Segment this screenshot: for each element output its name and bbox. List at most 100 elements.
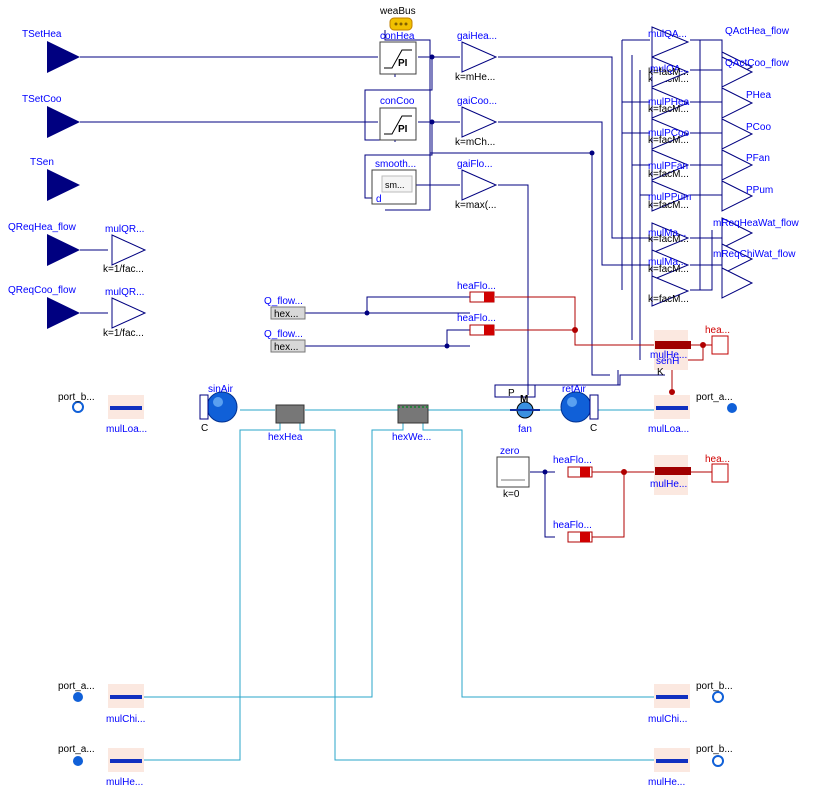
mulloa-left[interactable]: mulLoa... <box>106 395 147 435</box>
gain-mulqa1[interactable] <box>651 26 690 58</box>
svg-text:mulHe...: mulHe... <box>650 479 687 490</box>
mulchi-right[interactable]: mulChi... <box>648 684 690 725</box>
block-smooth[interactable]: sm... d smooth... <box>371 159 417 205</box>
port-a-chi-left[interactable]: port_a... <box>58 681 95 702</box>
mulhe-right[interactable]: mulHe... <box>648 748 690 788</box>
svg-text:hexWe...: hexWe... <box>392 432 431 443</box>
signal-wires <box>80 30 723 538</box>
right-gain-stack: mulQA... k=facM... mulQA... k=facM... mu… <box>648 26 691 307</box>
hex-hea[interactable]: hexHea <box>268 404 305 443</box>
svg-text:mulLoa...: mulLoa... <box>106 424 147 435</box>
hea-port-1[interactable] <box>711 335 729 355</box>
zero-block[interactable]: zero k=0 <box>496 446 530 500</box>
svg-text:hex...: hex... <box>274 342 298 353</box>
output-pcoo[interactable] <box>721 118 754 150</box>
output-phea[interactable] <box>721 87 754 119</box>
gain-gaihea[interactable]: gaiHea... k=mHe... <box>455 31 498 83</box>
input-tsetcoo-label: TSetCoo <box>22 94 62 105</box>
mulhe-left[interactable]: mulHe... <box>106 748 144 788</box>
svg-text:port_a...: port_a... <box>696 392 733 403</box>
input-qreqhea[interactable]: QReqHea_flow <box>8 222 80 266</box>
output-stack: QActHea_flow QActCoo_flow PHea PCoo PFan… <box>713 26 800 299</box>
svg-text:port_a...: port_a... <box>58 744 95 755</box>
svg-text:port_a...: port_a... <box>58 681 95 692</box>
gain-gaicoo[interactable]: gaiCoo... k=mCh... <box>455 96 498 148</box>
svg-text:PCoo: PCoo <box>746 122 771 133</box>
svg-text:QActHea_flow: QActHea_flow <box>725 26 790 37</box>
gain-gaiflo[interactable]: gaiFlo... k=max(... <box>455 159 498 211</box>
gain-mulma1[interactable] <box>651 222 690 254</box>
heaflo-1[interactable]: heaFlo... <box>457 281 496 303</box>
port-b-top-left[interactable]: port_b... <box>58 392 95 413</box>
svg-text:mulHe...: mulHe... <box>648 777 685 788</box>
svg-text:conHea: conHea <box>380 31 415 42</box>
svg-text:M: M <box>520 394 528 405</box>
ret-air[interactable]: retAir C <box>560 384 599 434</box>
output-pfan[interactable] <box>721 149 754 181</box>
svg-text:port_b...: port_b... <box>58 392 95 403</box>
heat-flow-sensors: heaFlo... heaFlo... heaFlo... heaFlo... <box>457 281 593 543</box>
input-tsethea[interactable]: TSetHea <box>22 29 80 73</box>
svg-text:hea...: hea... <box>705 454 730 465</box>
controller-conhea[interactable]: PI conHea <box>379 31 417 75</box>
svg-text:k=1/fac...: k=1/fac... <box>103 264 144 275</box>
svg-text:k=mCh...: k=mCh... <box>455 137 495 148</box>
heaflo-4[interactable]: heaFlo... <box>553 520 593 543</box>
output-mreqchiwat[interactable] <box>721 243 754 275</box>
mulhe-mid[interactable] <box>655 467 691 475</box>
svg-text:k=facM...: k=facM... <box>648 169 689 180</box>
svg-text:C: C <box>590 423 597 434</box>
svg-text:fan: fan <box>518 424 532 435</box>
svg-text:retAir: retAir <box>562 384 587 395</box>
weabus-connector[interactable]: weaBus <box>379 6 416 31</box>
port-b-hea-right[interactable]: port_b... <box>696 744 733 767</box>
output-ppum[interactable] <box>721 180 754 212</box>
gain-mulphea[interactable] <box>651 87 690 119</box>
qflow-sources: hex... Q_flow... hex... Q_flow... <box>264 296 306 353</box>
port-a-hea-left[interactable]: port_a... <box>58 744 95 766</box>
port-a-top-right[interactable]: port_a... <box>696 392 737 413</box>
gain-mulqr1[interactable]: mulQR... k=1/fac... <box>103 224 147 275</box>
gain-mulpfan[interactable] <box>651 149 690 181</box>
input-qreqhea-label: QReqHea_flow <box>8 222 77 233</box>
svg-text:smooth...: smooth... <box>375 159 416 170</box>
heat-multipliers: mulHe... mulHe... hea... hea... senH K <box>650 325 730 495</box>
mulhe-top[interactable] <box>655 341 691 349</box>
svg-text:mulMa...: mulMa... <box>648 257 686 268</box>
svg-text:mulQR...: mulQR... <box>105 224 144 235</box>
svg-text:mulQA...: mulQA... <box>650 64 689 75</box>
gain-mulpcoo[interactable] <box>651 118 690 150</box>
svg-text:PI: PI <box>398 58 408 69</box>
hex-wet[interactable]: hexWe... <box>392 404 431 443</box>
input-tsen[interactable]: TSen <box>30 157 80 201</box>
gain-mulma2[interactable] <box>651 249 690 281</box>
mulloa-right[interactable]: mulLoa... <box>648 395 690 435</box>
svg-text:k=mHe...: k=mHe... <box>455 72 495 83</box>
svg-text:Q_flow...: Q_flow... <box>264 296 303 307</box>
gain-mulqr2[interactable]: mulQR... k=1/fac... <box>103 287 147 339</box>
qflow-hex-box2[interactable] <box>270 339 306 353</box>
gain-mulqa2[interactable] <box>651 56 690 88</box>
qflow-hex-box1[interactable] <box>270 306 306 320</box>
svg-text:heaFlo...: heaFlo... <box>553 520 592 531</box>
gain-mulppum[interactable] <box>651 180 690 212</box>
controller-concoo[interactable]: PI conCoo <box>379 96 417 141</box>
svg-text:K: K <box>657 367 664 378</box>
svg-text:mulPHea: mulPHea <box>648 97 690 108</box>
svg-text:k=max(...: k=max(... <box>455 200 496 211</box>
hea-port-2[interactable] <box>711 463 729 483</box>
fan[interactable]: P M fan <box>494 384 540 435</box>
port-b-chi-right[interactable]: port_b... <box>696 681 733 703</box>
input-tsetcoo[interactable]: TSetCoo <box>22 94 80 138</box>
output-mreqheawat[interactable] <box>721 217 754 249</box>
svg-text:weaBus: weaBus <box>379 6 416 17</box>
sink-air[interactable]: sinAir C <box>199 384 238 434</box>
svg-text:mulPCoo: mulPCoo <box>648 128 690 139</box>
input-qreqcoo[interactable]: QReqCoo_flow <box>8 285 80 329</box>
svg-text:gaiHea...: gaiHea... <box>457 31 497 42</box>
mulchi-left[interactable]: mulChi... <box>106 684 145 725</box>
heaflo-2[interactable]: heaFlo... <box>457 313 496 336</box>
heaflo-3[interactable]: heaFlo... <box>553 455 593 478</box>
